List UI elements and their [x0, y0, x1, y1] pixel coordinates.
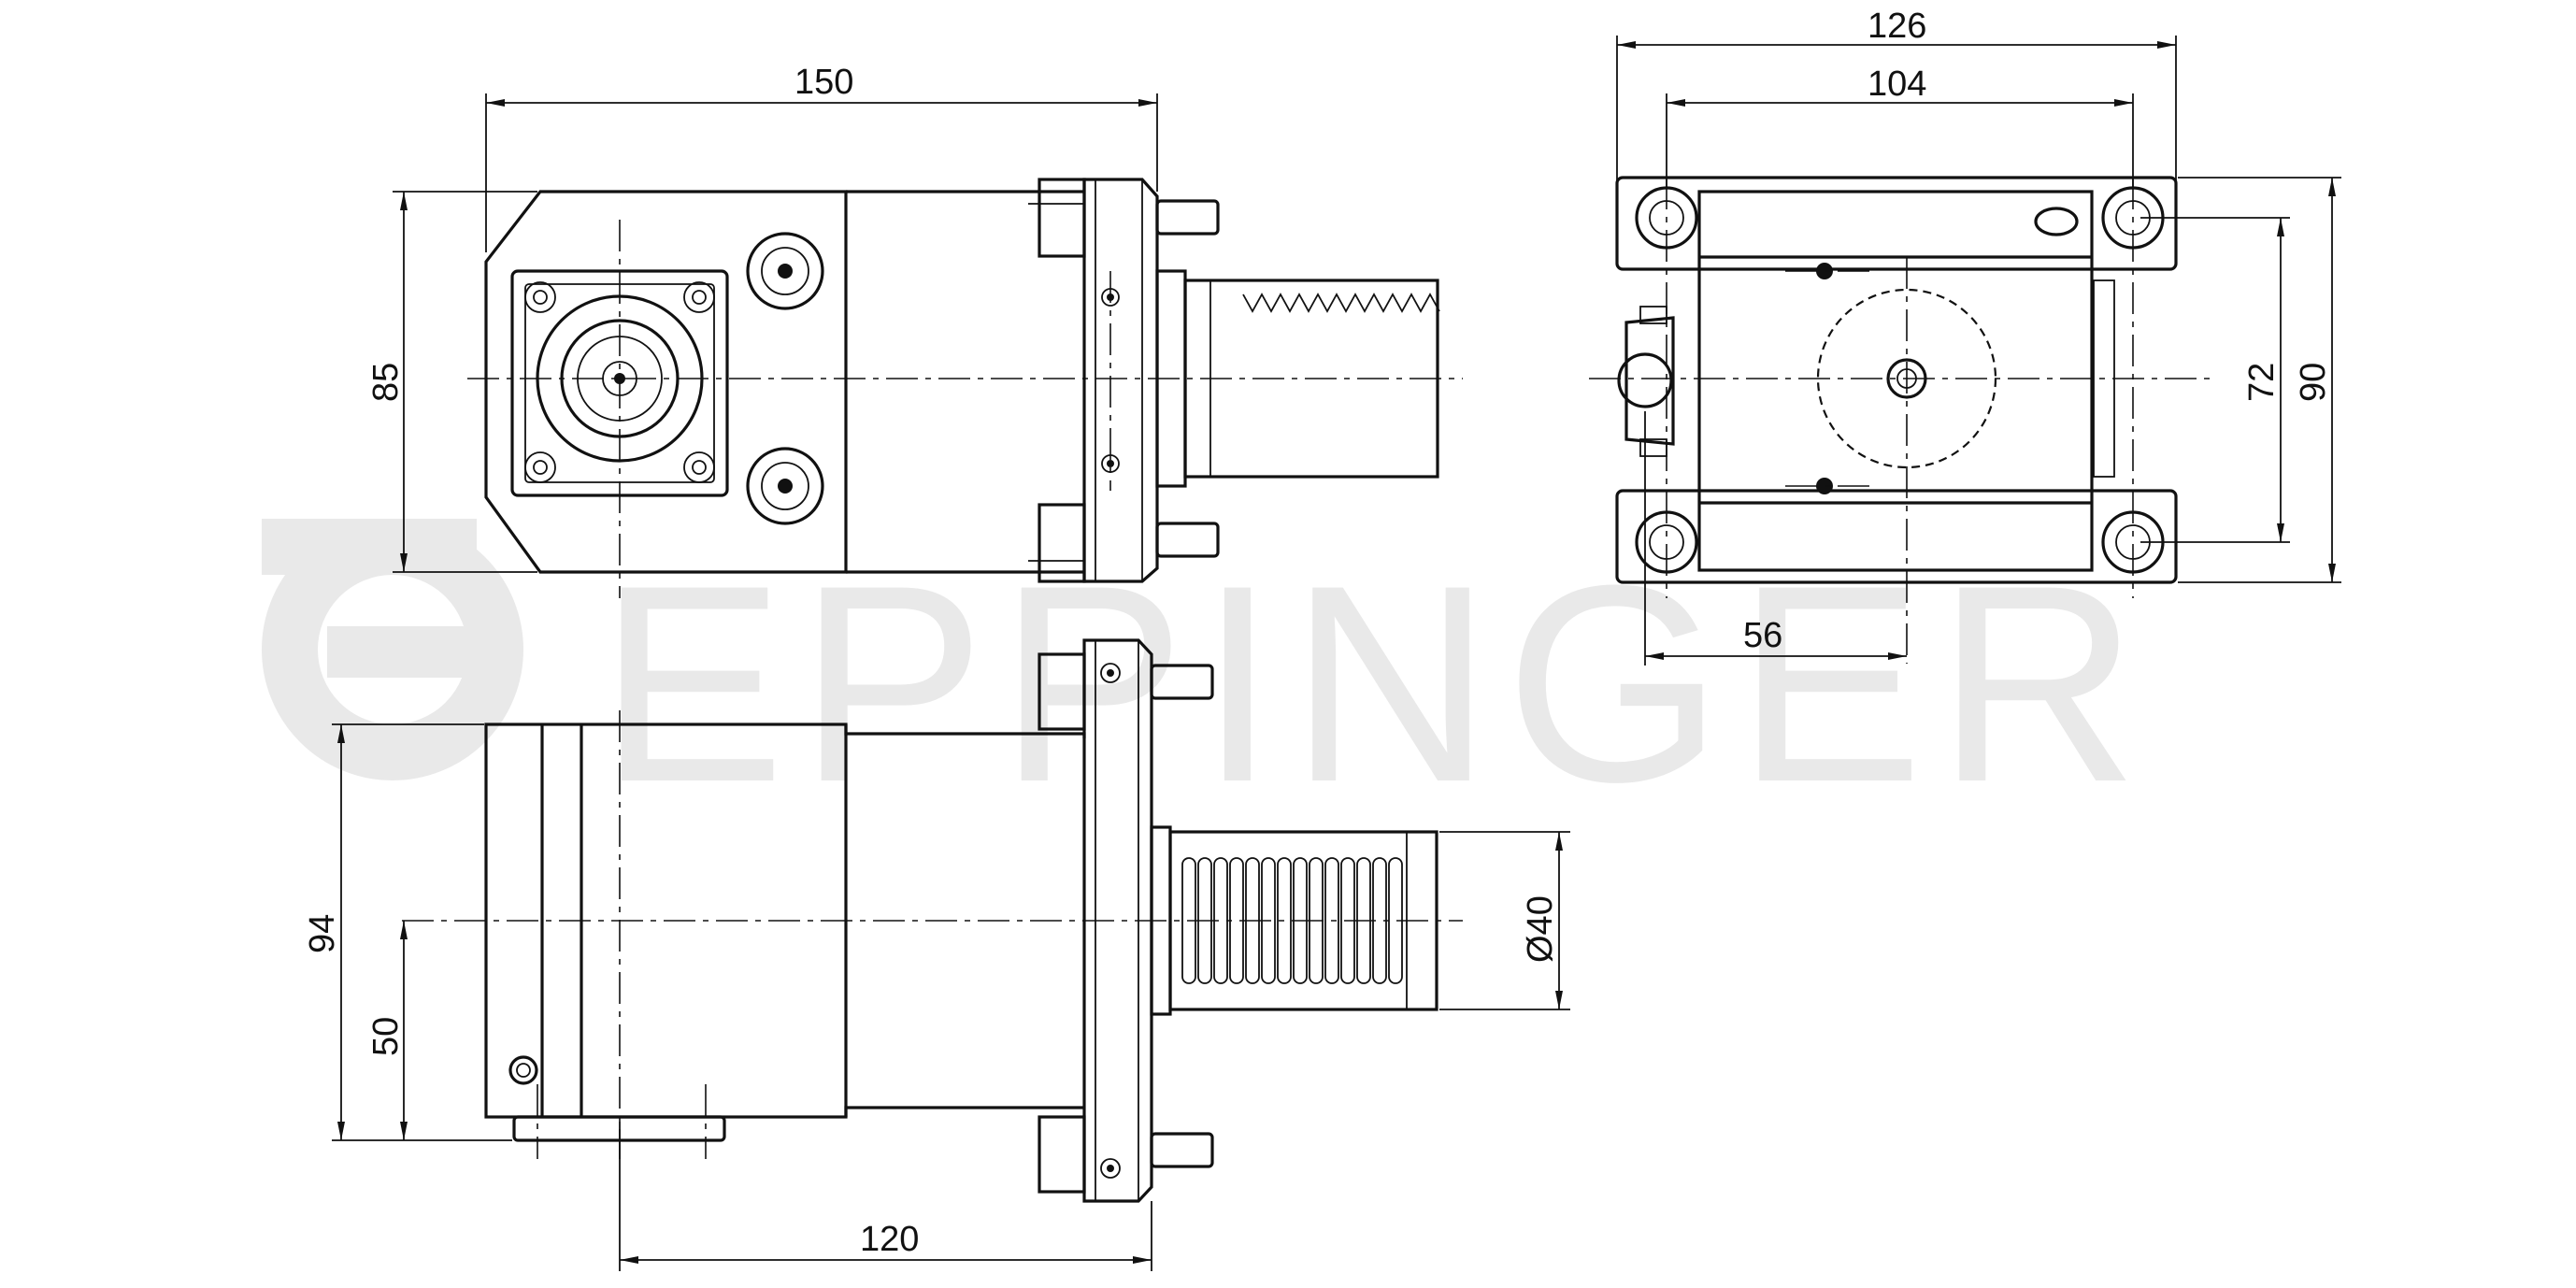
- side-view: 126 104 72 90 56: [1589, 7, 2341, 665]
- dim-bottom-length: 120: [860, 1220, 919, 1259]
- dim-side-overall-width: 126: [1868, 7, 1926, 46]
- front-view: 150 85: [366, 63, 1463, 598]
- serration-top: [1242, 293, 1440, 313]
- dim-front-height: 85: [366, 363, 406, 402]
- dim-side-hole-vertical: 72: [2242, 363, 2282, 402]
- dim-bottom-height: 94: [303, 914, 342, 953]
- dim-side-offset: 56: [1743, 616, 1782, 655]
- dim-bottom-center-height: 50: [366, 1017, 406, 1056]
- dim-shank-diameter: Ø40: [1521, 895, 1560, 963]
- top-view: 94 50 Ø40 120: [303, 638, 1570, 1271]
- dim-side-overall-height: 90: [2294, 363, 2333, 402]
- dim-front-width: 150: [794, 63, 853, 102]
- watermark: EPPINGER: [262, 519, 2152, 840]
- watermark-text: EPPINGER: [598, 526, 2152, 840]
- dim-side-hole-spacing: 104: [1868, 64, 1926, 104]
- watermark-logo: [262, 519, 523, 780]
